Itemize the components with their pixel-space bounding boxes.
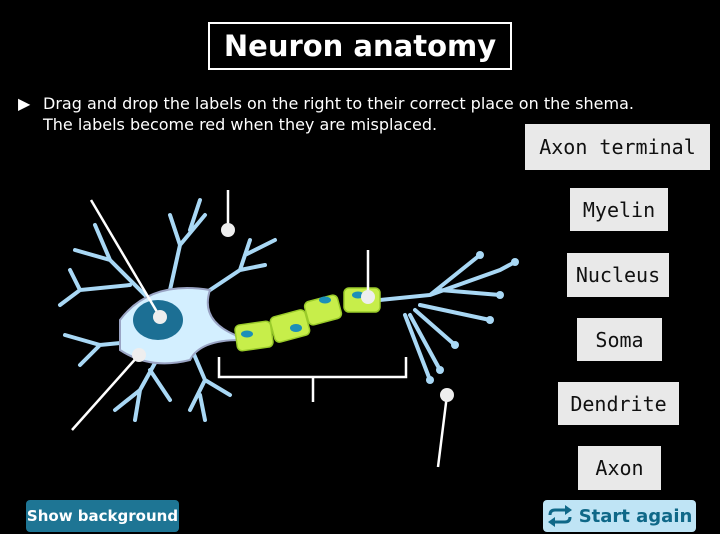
drop-target-nucleus[interactable] bbox=[153, 310, 167, 324]
instruction-line-2: The labels become red when they are misp… bbox=[43, 115, 438, 134]
show-background-button[interactable]: Show background bbox=[26, 500, 179, 532]
play-arrow-icon: ▶ bbox=[18, 94, 31, 113]
drop-targets bbox=[132, 223, 454, 402]
start-again-label: Start again bbox=[578, 505, 693, 527]
start-again-button[interactable]: Start again bbox=[543, 500, 696, 532]
instructions: ▶ Drag and drop the labels on the right … bbox=[18, 93, 718, 135]
label-nucleus[interactable]: Nucleus bbox=[567, 253, 669, 297]
drop-target-dendrite[interactable] bbox=[221, 223, 235, 237]
drop-target-soma[interactable] bbox=[132, 348, 146, 362]
page-title: Neuron anatomy bbox=[208, 22, 512, 70]
label-myelin[interactable]: Myelin bbox=[570, 188, 668, 231]
label-dendrite[interactable]: Dendrite bbox=[558, 382, 679, 425]
drop-target-myelin[interactable] bbox=[361, 290, 375, 304]
label-axon[interactable]: Axon bbox=[578, 446, 661, 490]
pointer-lines bbox=[71, 190, 449, 468]
repeat-icon bbox=[547, 505, 572, 527]
instruction-line-1: Drag and drop the labels on the right to… bbox=[43, 94, 634, 113]
label-axon-terminal[interactable]: Axon terminal bbox=[525, 124, 710, 170]
label-soma[interactable]: Soma bbox=[577, 318, 662, 361]
drop-target-axon-terminal[interactable] bbox=[440, 388, 454, 402]
